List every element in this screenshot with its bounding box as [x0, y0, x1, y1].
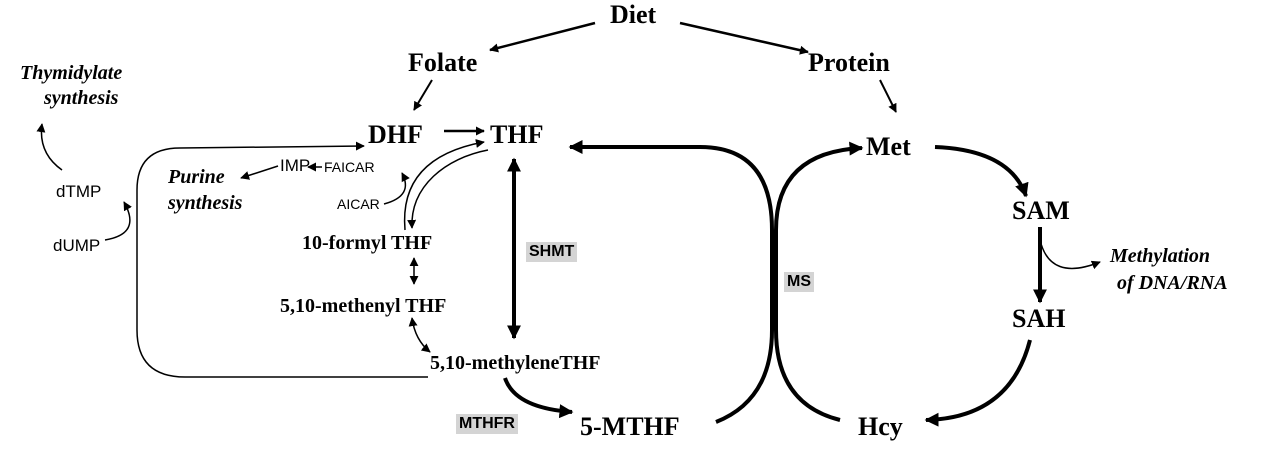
arrow-sam-methylation: [1039, 239, 1101, 270]
node-folate: Folate: [408, 48, 478, 77]
arrow-hcy-to-met-ms: [774, 141, 864, 422]
arrow-diet-protein: [679, 21, 809, 55]
process-purine-line2: synthesis: [168, 192, 243, 214]
enzyme-ms: MS: [784, 272, 814, 292]
node-imp: IMP: [280, 156, 311, 175]
arrow-folate-dhf: [413, 79, 433, 111]
enzyme-shmt: SHMT: [526, 242, 578, 262]
arrow-thf-to-formyl: [407, 149, 489, 229]
arrow-dtmp-thymidylate: [36, 123, 63, 171]
node-hcy: Hcy: [858, 412, 903, 441]
arrow-met-sam: [934, 145, 1029, 198]
arrow-aicar-faicar: [383, 172, 410, 205]
enzyme-mthfr: MTHFR: [456, 414, 518, 434]
node-5-10-methenyl-thf: 5,10-methenyl THF: [280, 295, 447, 317]
node-faicar: FAICAR: [324, 159, 375, 175]
arrow-protein-met: [879, 79, 897, 113]
arrow-methylene-mthf-mthfr: [503, 377, 574, 419]
node-sam: SAM: [1012, 196, 1070, 225]
node-dump: dUMP: [53, 236, 101, 255]
node-met: Met: [866, 132, 911, 161]
arrow-formyl-to-thf: [403, 139, 485, 231]
node-5-10-methylene-thf: 5,10-methyleneTHF: [430, 352, 601, 374]
node-dhf: DHF: [368, 120, 423, 149]
process-thymidylate-line2: synthesis: [44, 87, 119, 109]
node-10-formyl-thf: 10-formyl THF: [302, 232, 433, 254]
arrow-dump-dtmp: [104, 201, 132, 241]
arrow-diet-folate: [489, 21, 596, 53]
node-dtmp: dTMP: [56, 182, 102, 201]
node-aicar: AICAR: [337, 196, 380, 212]
node-thf: THF: [490, 120, 544, 149]
arrow-imp-purine: [240, 165, 279, 180]
node-sah: SAH: [1012, 304, 1066, 333]
process-thymidylate-line1: Thymidylate: [20, 62, 123, 84]
arrow-methenyl-methylene: [408, 317, 431, 353]
arrow-sah-hcy: [924, 339, 1032, 427]
process-methylation-line1: Methylation: [1110, 245, 1211, 267]
arrow-methylene-to-dhf-loop: [136, 141, 428, 378]
node-protein: Protein: [808, 48, 890, 77]
node-5-mthf: 5-MTHF: [580, 412, 680, 441]
node-diet: Diet: [610, 0, 657, 29]
arrow-mthf-to-thf-ms: [568, 140, 774, 424]
process-purine-line1: Purine: [168, 166, 225, 188]
process-methylation-line2: of DNA/RNA: [1117, 272, 1228, 294]
